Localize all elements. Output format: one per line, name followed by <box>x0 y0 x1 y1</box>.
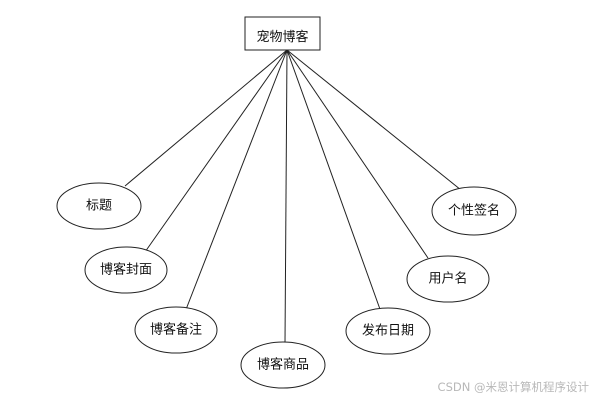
attribute-label: 标题 <box>86 199 112 214</box>
attribute-ellipse <box>240 341 326 389</box>
attribute-ellipse <box>406 255 490 303</box>
attribute-ellipse <box>56 182 142 230</box>
connector-product <box>284 49 288 344</box>
attribute-label: 博客封面 <box>100 262 152 278</box>
connector-date <box>286 49 382 313</box>
attribute-note: 博客备注 <box>134 306 218 354</box>
attribute-product: 博客商品 <box>240 341 326 389</box>
attribute-label: 个性签名 <box>448 203 500 219</box>
attribute-signature: 个性签名 <box>431 186 517 236</box>
connector-signature <box>286 49 462 191</box>
attribute-username: 用户名 <box>406 255 490 303</box>
entity-pet-blog: 宠物博客 <box>244 16 321 51</box>
entity-box <box>244 16 321 51</box>
connector-username <box>286 49 429 259</box>
attribute-ellipse <box>84 246 168 294</box>
entity-label: 宠物博客 <box>256 29 308 45</box>
attribute-date: 发布日期 <box>345 307 431 355</box>
attribute-label: 博客备注 <box>150 322 202 338</box>
connector-title <box>124 49 288 187</box>
connector-note <box>184 49 288 313</box>
attribute-ellipse <box>345 307 431 355</box>
attribute-label: 博客商品 <box>257 357 309 373</box>
attribute-ellipse <box>431 186 517 236</box>
attribute-label: 发布日期 <box>362 323 414 339</box>
connectors <box>124 49 462 344</box>
watermark: CSDN @米恩计算机程序设计 <box>438 380 590 394</box>
attribute-cover: 博客封面 <box>84 246 168 294</box>
connector-cover <box>144 49 288 253</box>
attribute-ellipse <box>134 306 218 354</box>
attribute-title: 标题 <box>56 182 142 230</box>
attribute-label: 用户名 <box>428 271 467 287</box>
